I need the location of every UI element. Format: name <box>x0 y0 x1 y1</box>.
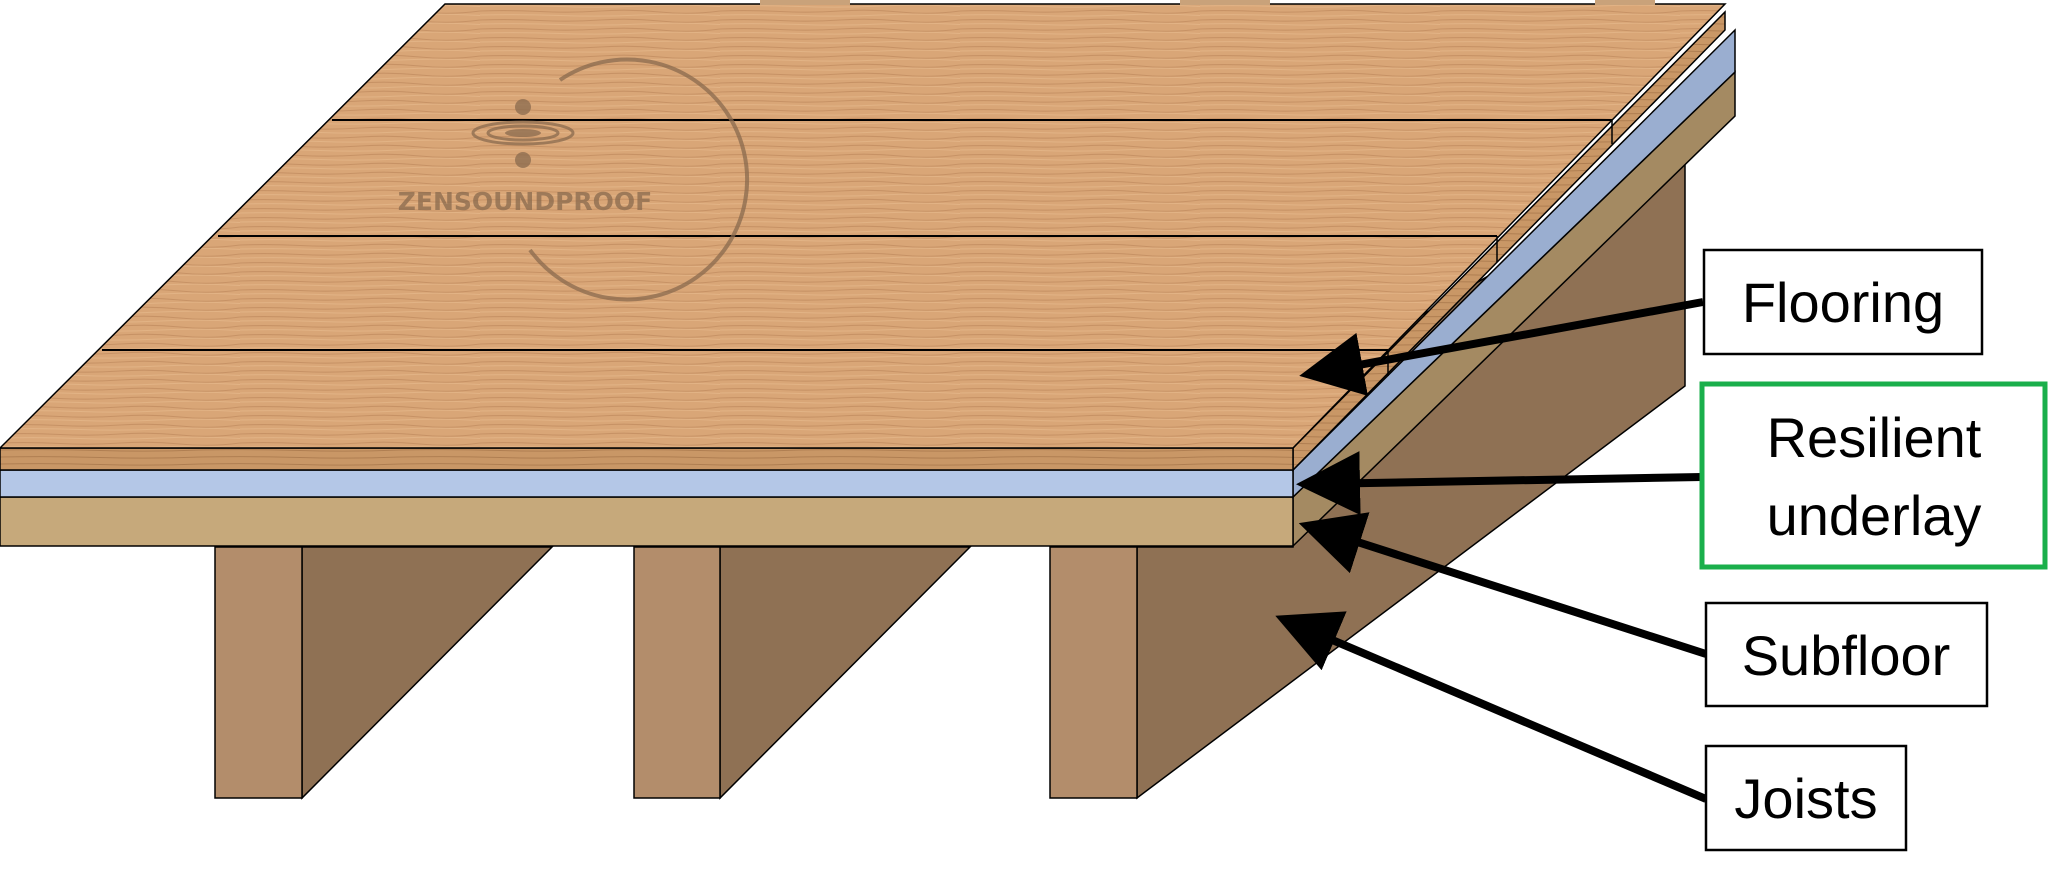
underlay-arrow <box>1296 451 1703 516</box>
subfloor-arrow <box>1298 512 1708 658</box>
watermark-text: ZENSOUNDPROOF <box>398 187 653 216</box>
callout-arrows <box>1275 298 1708 803</box>
flooring-label: Flooring <box>1742 271 1944 334</box>
resilient-label-line2: underlay <box>1767 484 1982 547</box>
joist-1 <box>214 546 554 800</box>
label-joists: Joists <box>1704 744 1908 852</box>
label-subfloor: Subfloor <box>1704 601 1989 708</box>
joists-arrow <box>1275 611 1708 803</box>
watermark-logo: ZENSOUNDPROOF <box>398 57 750 302</box>
underlay-layer <box>0 28 1736 499</box>
flooring-arrow <box>1299 298 1704 396</box>
joists-label: Joists <box>1734 767 1877 830</box>
joist-2 <box>633 546 972 800</box>
label-flooring: Flooring <box>1702 248 1984 356</box>
subfloor-label: Subfloor <box>1742 624 1951 687</box>
label-resilient-underlay: Resilient underlay <box>1699 381 2048 570</box>
subfloor-layer <box>0 70 1736 548</box>
resilient-label-line1: Resilient <box>1767 406 1982 469</box>
